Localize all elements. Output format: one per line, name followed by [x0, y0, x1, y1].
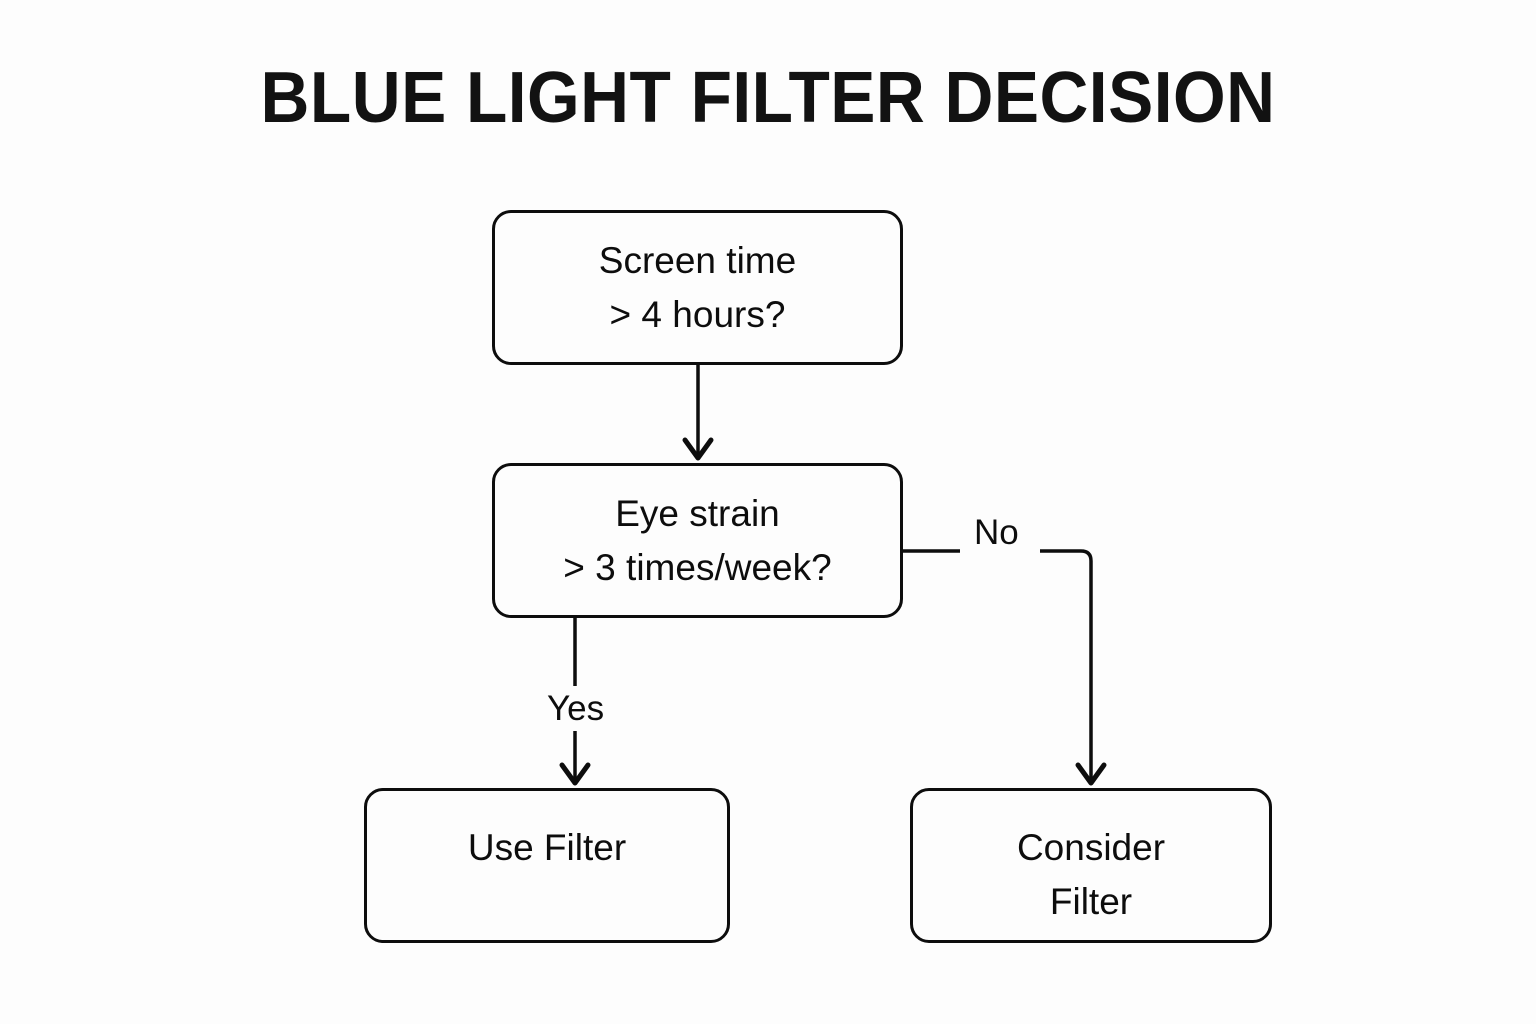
- node-eye-strain[interactable]: Eye strain > 3 times/week?: [492, 463, 903, 618]
- node-use-filter-label: Use Filter: [467, 827, 627, 868]
- arrowhead-use-filter: [559, 762, 591, 786]
- connector-eye-strain-to-consider-filter-right: [1040, 549, 1093, 780]
- node-consider-filter-label: Consider Filter: [1016, 827, 1166, 922]
- node-screen-time-label: Screen time > 4 hours?: [598, 239, 797, 335]
- edge-label-no: No: [965, 512, 1028, 555]
- node-screen-time[interactable]: Screen time > 4 hours?: [492, 210, 903, 365]
- page-title: BLUE LIGHT FILTER DECISION: [260, 58, 1276, 138]
- arrowhead-eye-strain: [682, 437, 714, 461]
- node-eye-strain-label: Eye strain > 3 times/week?: [563, 492, 832, 588]
- arrowhead-consider-filter: [1075, 762, 1107, 786]
- node-consider-filter[interactable]: Consider Filter: [910, 788, 1272, 943]
- edge-label-yes: Yes: [538, 688, 614, 731]
- node-use-filter[interactable]: Use Filter: [364, 788, 730, 943]
